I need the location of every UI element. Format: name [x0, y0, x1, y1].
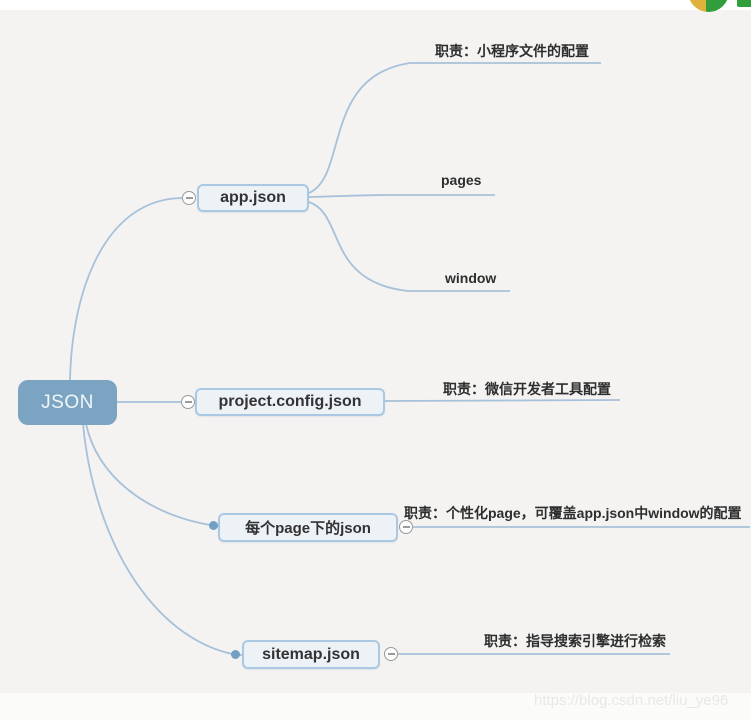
collapse-icon-project-config-json[interactable]: [181, 395, 195, 409]
connector-projectconfig-duty: [384, 399, 621, 402]
connector-appjson-window: [308, 201, 510, 292]
green-bar-icon: [737, 0, 751, 7]
connector-root-sitemap: [82, 423, 233, 655]
connector-appjson-pages: [308, 194, 495, 198]
branch-point-dot: [231, 650, 240, 659]
node-page-json[interactable]: 每个page下的json: [218, 513, 398, 542]
leaf-sitemap-duty[interactable]: 职责：指导搜索引擎进行检索: [484, 633, 666, 649]
leaf-page-duty[interactable]: 职责：个性化page，可覆盖app.json中window的配置: [404, 505, 742, 521]
node-sitemap-json[interactable]: sitemap.json: [242, 640, 380, 669]
collapse-icon-app-json[interactable]: [182, 191, 196, 205]
node-project-config-json[interactable]: project.config.json: [195, 388, 385, 416]
top-strip: [0, 0, 751, 10]
root-node-json[interactable]: JSON: [18, 380, 117, 425]
csdn-logo-icon: [688, 0, 729, 12]
leaf-window[interactable]: window: [445, 270, 497, 286]
collapse-icon-sitemap-json[interactable]: [384, 647, 398, 661]
minus-glyph: [185, 197, 193, 199]
bottom-strip: [0, 693, 751, 720]
node-app-json[interactable]: app.json: [197, 184, 309, 212]
collapse-icon-page-json[interactable]: [399, 520, 413, 534]
minus-glyph: [402, 526, 410, 528]
minus-glyph: [184, 401, 192, 403]
leaf-app-duty[interactable]: 职责：小程序文件的配置: [435, 43, 589, 59]
connector-root-appjson: [69, 197, 183, 381]
minus-glyph: [387, 653, 395, 655]
leaf-project-duty[interactable]: 职责：微信开发者工具配置: [443, 381, 611, 397]
watermark-url: https://blog.csdn.net/liu_ye96: [534, 692, 729, 709]
leaf-pages[interactable]: pages: [441, 172, 482, 188]
connector-appjson-duty: [308, 62, 601, 194]
connector-root-pagejson: [85, 423, 211, 526]
branch-point-dot: [209, 521, 218, 530]
